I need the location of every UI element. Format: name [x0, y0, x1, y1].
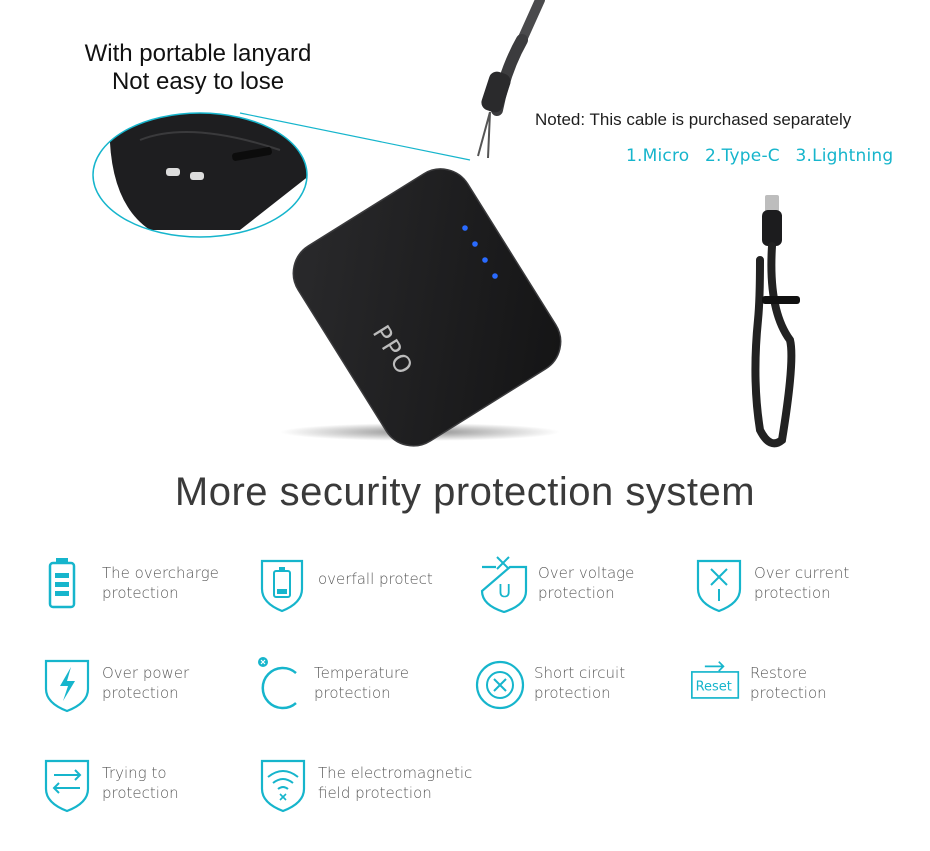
- feature-overcurrent: Over current protection: [694, 555, 849, 613]
- battery-low-shield-icon: [260, 559, 304, 613]
- cable-type-lightning: 3.Lightning: [795, 146, 894, 166]
- reset-icon: Reset: [691, 661, 740, 699]
- feature-label: Restore protection: [750, 664, 827, 702]
- led-dot: [472, 241, 478, 247]
- lightning-shield-icon: [44, 659, 90, 713]
- feature-overcharge: The overcharge protection: [42, 555, 219, 613]
- arrows-shield-icon: [44, 759, 90, 813]
- feature-label: Over voltage protection: [538, 564, 635, 602]
- battery-full-icon: [48, 558, 76, 609]
- feature-overpower: Over power protection: [42, 655, 189, 713]
- feature-overfall: overfall protect: [258, 555, 433, 613]
- temperature-icon: [258, 657, 297, 710]
- feature-label: Over current protection: [754, 564, 850, 602]
- lanyard: [477, 0, 545, 159]
- feature-trying: Trying to protection: [42, 755, 179, 813]
- feature-restore: Reset Restore protection: [690, 655, 827, 713]
- feature-overvoltage: U Over voltage protection: [478, 555, 634, 613]
- feature-label: Temperature protection: [314, 664, 410, 702]
- feature-temperature: Temperature protection: [254, 655, 409, 713]
- cable-types: 1.Micro 2.Type-C 3.Lightning: [626, 146, 903, 166]
- led-dot: [482, 257, 488, 263]
- cable-note: Noted: This cable is purchased separatel…: [535, 110, 852, 129]
- feature-electromagnetic: The electromagnetic field protection: [258, 755, 472, 813]
- usb-cable: [751, 195, 800, 448]
- feature-label: Trying to protection: [102, 764, 179, 802]
- led-dot: [492, 273, 498, 279]
- cable-type-micro: 1.Micro: [626, 146, 690, 166]
- feature-label: Short circuit protection: [534, 664, 626, 702]
- zoom-connector: [239, 112, 471, 161]
- wifi-shield-icon: [260, 759, 306, 813]
- current-shield-icon: [696, 559, 742, 613]
- cable-type-typec: 2.Type-C: [704, 146, 780, 166]
- svg-text:U: U: [498, 581, 511, 602]
- led-dot: [462, 225, 468, 231]
- zoom-detail: [92, 112, 308, 238]
- short-circuit-icon: [475, 660, 525, 710]
- led-indicators: [462, 225, 498, 279]
- lanyard-caption-line1: With portable lanyard: [84, 40, 312, 67]
- lanyard-caption-line2: Not easy to lose: [111, 68, 285, 95]
- product-illustration: PPO: [92, 0, 800, 448]
- feature-label: overfall protect: [318, 570, 433, 588]
- feature-short-circuit: Short circuit protection: [474, 655, 625, 713]
- feature-label: The electromagnetic field protection: [318, 764, 473, 802]
- feature-label: Over power protection: [102, 664, 190, 702]
- svg-text:Reset: Reset: [696, 680, 732, 695]
- section-title: More security protection system: [174, 470, 756, 514]
- voltage-shield-icon: U: [480, 556, 528, 613]
- lanyard-caption: With portable lanyard Not easy to lose: [38, 40, 358, 96]
- power-bank: [292, 168, 562, 447]
- feature-label: The overcharge protection: [102, 564, 219, 602]
